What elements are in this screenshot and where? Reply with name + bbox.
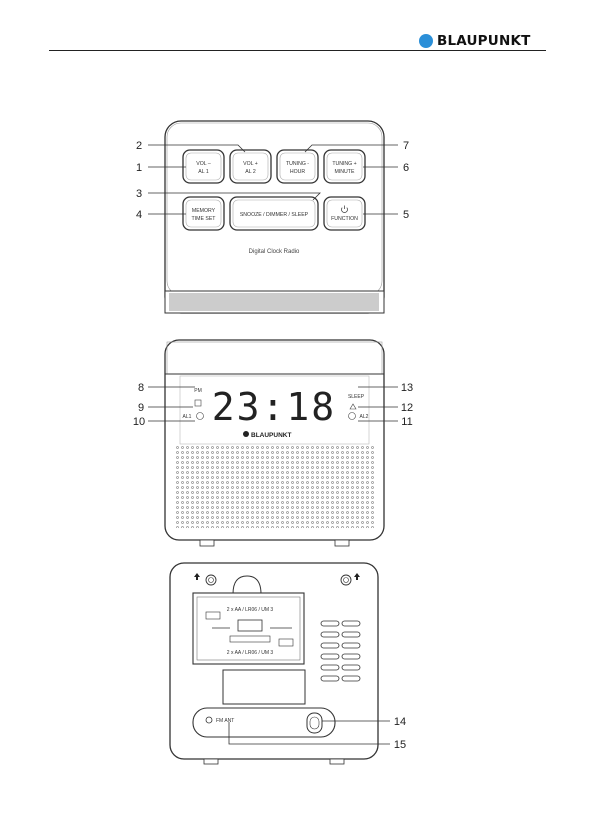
al1-label: AL 1: [198, 169, 209, 175]
tuning-plus-button[interactable]: TUNING + MINUTE: [324, 150, 365, 183]
callout-13: 13: [401, 382, 413, 394]
pm-indicator: PM: [194, 388, 202, 394]
tuning-minus-button[interactable]: TUNING - HOUR: [277, 150, 318, 183]
memory-time-set-button[interactable]: MEMORY TIME SET: [183, 197, 224, 230]
hour-label: HOUR: [290, 169, 306, 175]
al2-label: AL 2: [245, 169, 256, 175]
callout-6: 6: [403, 162, 409, 174]
callout-9: 9: [138, 402, 144, 414]
front-brand: BLAUPUNKT: [251, 432, 291, 439]
callout-7: 7: [403, 140, 409, 152]
function-label: FUNCTION: [331, 216, 358, 222]
callout-3: 3: [136, 188, 142, 200]
battery-label-bottom: 2 x AA / LR06 / UM 3: [227, 650, 274, 656]
speaker-grille: [175, 446, 374, 528]
callout-10: 10: [133, 416, 145, 428]
sleep-indicator: SLEEP: [348, 394, 365, 400]
callout-5: 5: [403, 209, 409, 221]
callout-2: 2: [136, 140, 142, 152]
top-view: VOL – AL 1 VOL + AL 2 TUNING - HOUR TUNI…: [136, 121, 409, 313]
minute-label: MINUTE: [335, 169, 355, 175]
vol-plus-button[interactable]: VOL + AL 2: [230, 150, 271, 183]
callout-4: 4: [136, 209, 142, 221]
battery-label-top: 2 x AA / LR06 / UM 3: [227, 607, 274, 613]
front-view: PM AL1 23:18 SLEEP AL2 BLAUPUNKT: [133, 340, 413, 546]
function-button[interactable]: FUNCTION: [324, 197, 365, 230]
product-label: Digital Clock Radio: [249, 249, 300, 255]
tuning-plus-label: TUNING +: [332, 161, 356, 167]
al2-indicator: AL2: [360, 414, 369, 420]
callout-15: 15: [394, 739, 406, 751]
front-logo-dot-icon: [243, 431, 249, 437]
tuning-minus-label: TUNING -: [286, 161, 309, 167]
clock-time: 23:18: [212, 385, 336, 429]
snooze-dimmer-sleep-button[interactable]: SNOOZE / DIMMER / SLEEP: [230, 197, 318, 230]
back-view: 2 x AA / LR06 / UM 3 2 x AA / LR06 / UM …: [170, 563, 406, 764]
vol-minus-label: VOL –: [196, 161, 211, 167]
memory-label: MEMORY: [192, 208, 216, 214]
cable-clip[interactable]: [307, 713, 322, 733]
callout-12: 12: [401, 402, 413, 414]
al1-indicator: AL1: [183, 414, 192, 420]
snooze-label: SNOOZE / DIMMER / SLEEP: [240, 212, 309, 218]
callout-14: 14: [394, 716, 406, 728]
callout-1: 1: [136, 162, 142, 174]
vol-minus-button[interactable]: VOL – AL 1: [183, 150, 224, 183]
vol-plus-label: VOL +: [243, 161, 258, 167]
callout-11: 11: [401, 416, 412, 428]
fm-ant-label: FM ANT: [216, 718, 234, 724]
time-set-label: TIME SET: [192, 216, 217, 222]
callout-8: 8: [138, 382, 144, 394]
